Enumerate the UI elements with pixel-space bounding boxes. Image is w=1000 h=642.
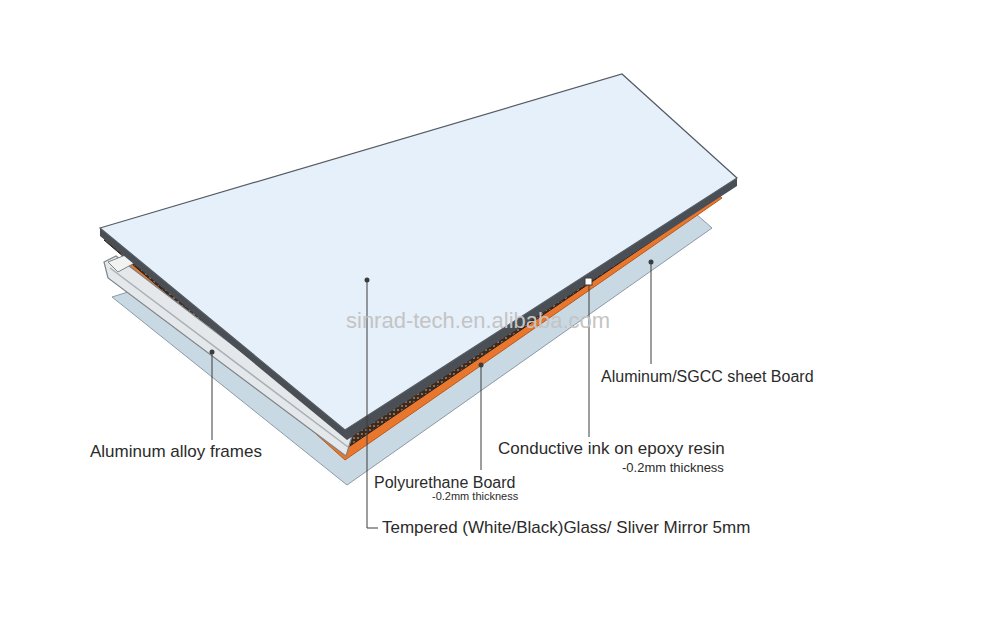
leader-lines bbox=[212, 262, 651, 528]
dimension-note: -0.2mm thickness bbox=[432, 490, 518, 502]
part-label: Aluminum alloy frames bbox=[90, 443, 262, 462]
part-label: Tempered (White/Black)Glass/ Sliver Mirr… bbox=[382, 519, 750, 538]
leader-dots bbox=[210, 260, 654, 368]
dimension-note: -0.2mm thickness bbox=[622, 461, 724, 475]
part-label: Aluminum/SGCC sheet Board bbox=[601, 368, 814, 386]
watermark: sinrad-tech.en.alibaba.com bbox=[346, 309, 610, 333]
part-label: Polyurethane Board bbox=[374, 474, 515, 492]
part-label: Conductive ink on epoxy resin bbox=[498, 440, 725, 459]
